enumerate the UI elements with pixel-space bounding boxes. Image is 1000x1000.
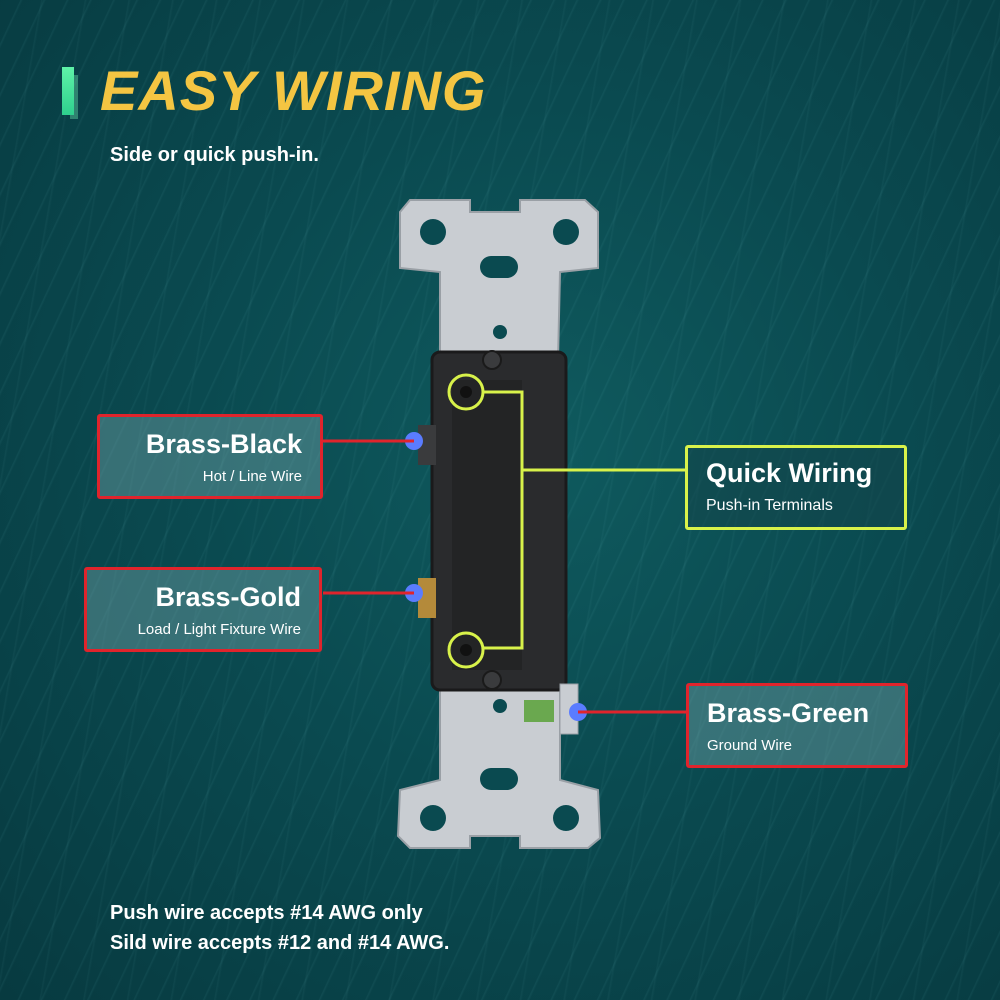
callout-quick-wiring-title: Quick Wiring bbox=[706, 458, 873, 488]
mounting-plate-top bbox=[399, 199, 599, 361]
accent-bar-icon bbox=[62, 66, 74, 115]
callout-brass-green-title: Brass-Green bbox=[707, 698, 870, 728]
header: EASY WIRING bbox=[62, 58, 486, 123]
callout-brass-gold-subtitle: Load / Light Fixture Wire bbox=[137, 621, 301, 638]
footer-line-2: Sild wire accepts #12 and #14 AWG. bbox=[110, 932, 450, 954]
callout-quick-wiring: Quick Wiring Push-in Terminals bbox=[685, 445, 907, 530]
page-subtitle: Side or quick push-in. bbox=[110, 144, 319, 166]
callout-brass-gold-title: Brass-Gold bbox=[155, 582, 301, 612]
callout-quick-wiring-subtitle: Push-in Terminals bbox=[706, 497, 833, 514]
callout-brass-green-subtitle: Ground Wire bbox=[707, 737, 793, 754]
callout-brass-green: Brass-Green Ground Wire bbox=[686, 683, 908, 768]
footer-notes: Push wire accepts #14 AWG only Sild wire… bbox=[110, 898, 449, 958]
callout-brass-black-subtitle: Hot / Line Wire bbox=[202, 468, 302, 485]
page-title: EASY WIRING bbox=[100, 59, 487, 122]
callout-brass-black-title: Brass-Black bbox=[145, 429, 302, 459]
callout-brass-gold: Brass-Gold Load / Light Fixture Wire bbox=[84, 567, 322, 652]
callout-brass-black: Brass-Black Hot / Line Wire bbox=[97, 414, 323, 499]
footer-line-1: Push wire accepts #14 AWG only bbox=[110, 902, 423, 924]
